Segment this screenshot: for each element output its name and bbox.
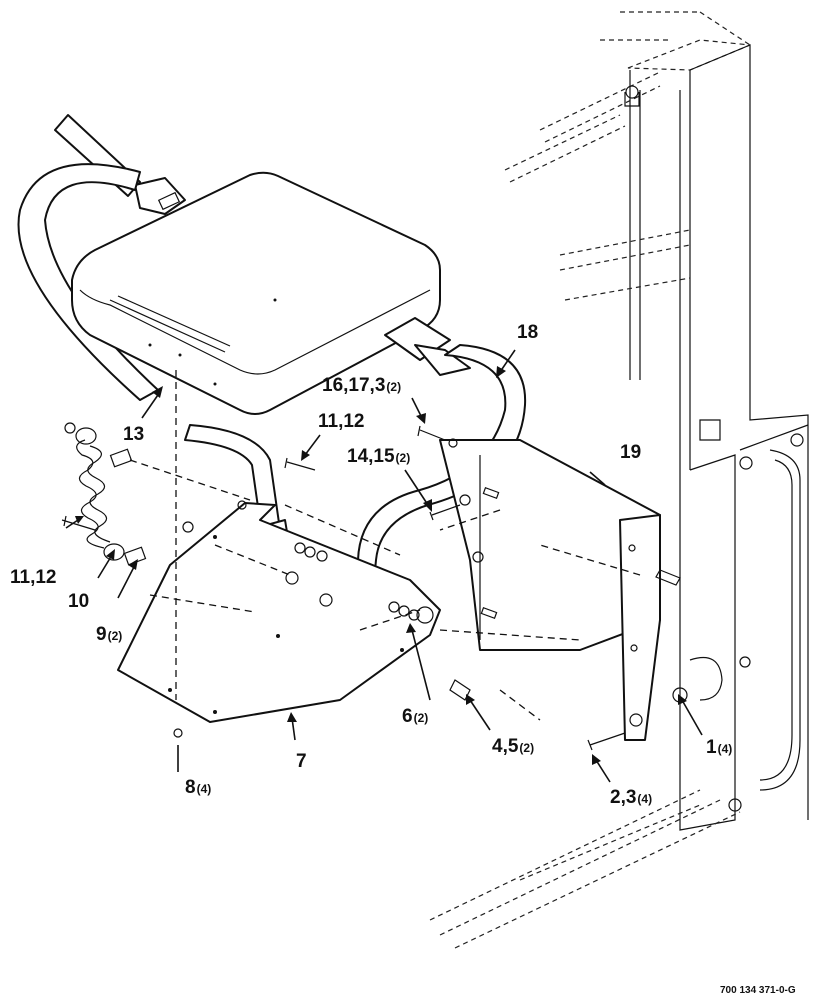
callout-10: 10: [68, 591, 89, 612]
callout-7: 7: [296, 751, 307, 772]
callout-18: 18: [517, 322, 538, 343]
seat-base-plate: [117, 500, 441, 723]
callout-8: 8(4): [185, 777, 211, 798]
callout-19: 19: [620, 442, 641, 463]
callout-4-5: 4,5(2): [492, 736, 534, 757]
callout-11-12-upper: 11,12: [318, 411, 365, 432]
drawing-reference-number: 700 134 371-0-G: [720, 985, 796, 996]
machine-frame: [429, 11, 809, 949]
assembly-lines: [129, 370, 641, 721]
callout-14-15: 14,15(2): [347, 446, 410, 467]
seat-belt-left: [17, 114, 186, 401]
spring: [75, 427, 125, 561]
callout-11-12-lower: 11,12: [10, 567, 57, 588]
mounting-bracket: [439, 439, 661, 741]
callout-16-17-3: 16,17,3(2): [322, 375, 401, 396]
callout-13: 13: [123, 424, 144, 445]
callout-2-3: 2,3(4): [610, 787, 652, 808]
callout-leaders: [65, 349, 703, 783]
callout-9: 9(2): [96, 624, 122, 645]
callout-labels: 13 18 16,17,3(2) 11,12 14,15(2) 19 11,12…: [10, 322, 732, 808]
callout-6: 6(2): [402, 706, 428, 727]
callout-1: 1(4): [706, 737, 732, 758]
